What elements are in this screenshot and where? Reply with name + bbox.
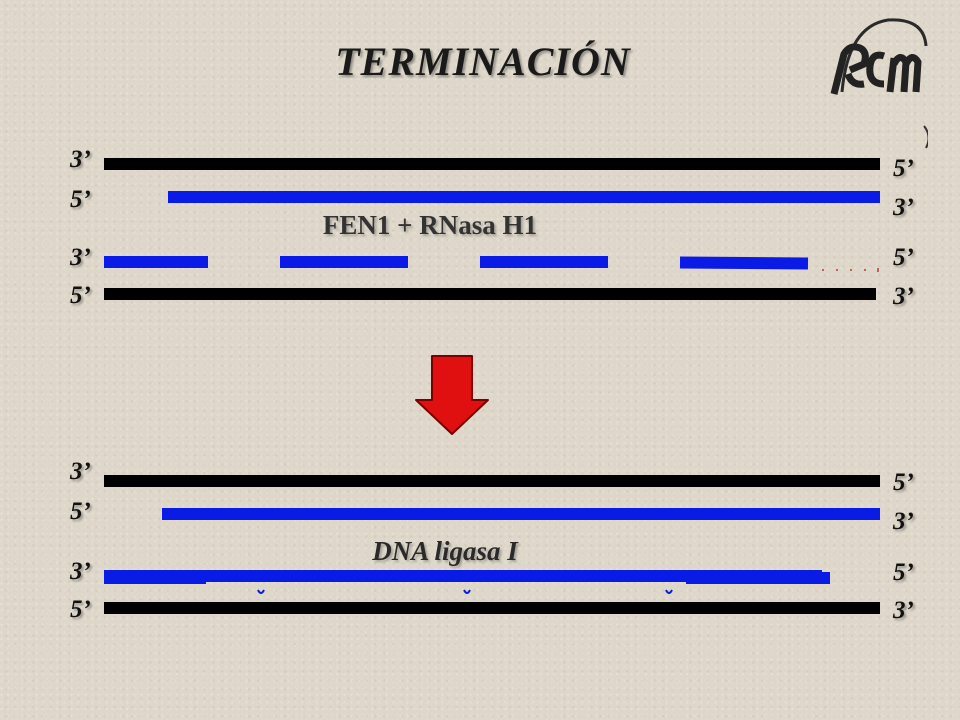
strand2-right-end-label: 3’ (893, 194, 914, 221)
strand7-right-end-label: 5’ (893, 559, 914, 586)
leading-strand-bottom (162, 508, 880, 520)
ligated-lagging-strand (104, 570, 822, 582)
strand2-left-end-label: 5’ (70, 186, 91, 213)
template-strand-top (104, 158, 880, 170)
ligated-segment (104, 572, 206, 584)
enzyme-label-dna-ligase: DNA ligasa I (372, 536, 518, 566)
leading-strand-top (168, 191, 880, 203)
template-strand-lagging-bottom (104, 602, 880, 614)
strand8-left-end-label: 5’ (70, 596, 91, 623)
strand6-left-end-label: 5’ (70, 498, 91, 525)
okazaki-fragment (679, 256, 809, 270)
rna-primer-trace (822, 268, 879, 272)
template-strand-bottom (104, 475, 880, 487)
enzyme-label-fen1-rnasa: FEN1 + RNasa H1 (322, 210, 538, 240)
template-strand-lagging-top (104, 288, 876, 300)
down-arrow-icon (415, 355, 489, 435)
okazaki-fragment (280, 256, 408, 268)
strand3-right-end-label: 5’ (893, 244, 914, 271)
page-title: TERMINACIÓN (335, 39, 631, 84)
strand3-left-end-label: 3’ (70, 244, 91, 271)
strand5-right-end-label: 5’ (893, 469, 914, 496)
okazaki-fragment (480, 256, 608, 268)
strand5-left-end-label: 3’ (70, 458, 91, 485)
strand4-left-end-label: 5’ (70, 282, 91, 309)
ligation-site-mark (665, 589, 673, 594)
ligated-segment (686, 572, 830, 584)
ecm-logo-icon (830, 18, 928, 149)
strand6-right-end-label: 3’ (893, 508, 914, 535)
okazaki-fragment (104, 256, 208, 268)
strand7-left-end-label: 3’ (70, 558, 91, 585)
strand1-right-end-label: 5’ (893, 155, 914, 182)
strand1-left-end-label: 3’ (70, 146, 91, 173)
strand8-right-end-label: 3’ (893, 597, 914, 624)
strand4-right-end-label: 3’ (893, 283, 914, 310)
ligation-site-mark (463, 589, 471, 594)
ligation-site-mark (257, 589, 265, 594)
